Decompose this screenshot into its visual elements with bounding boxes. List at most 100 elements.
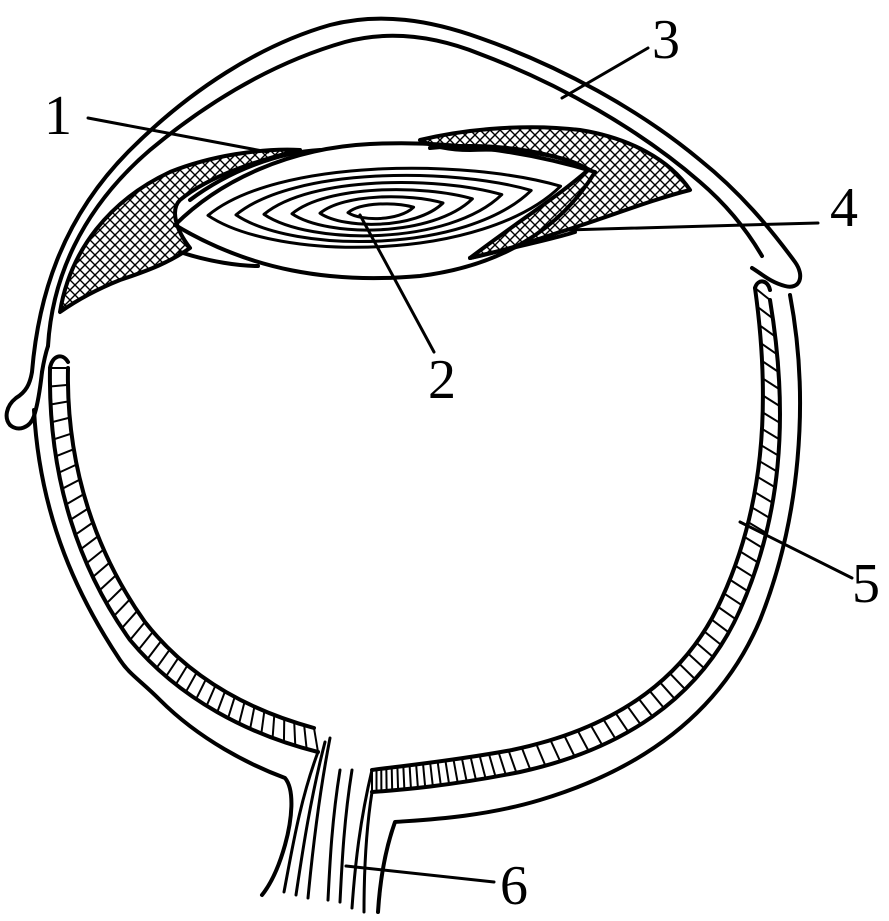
sclera-inner-contour [46, 33, 764, 348]
choroid-stripe [734, 564, 754, 578]
lens [173, 141, 597, 281]
choroid-stripe [74, 521, 94, 536]
choroid-stripe [65, 493, 85, 506]
choroid-stripe [452, 759, 459, 783]
choroid-stripe [238, 701, 246, 724]
optic-nerve-fiber-2 [294, 740, 327, 897]
optic-nerve [282, 736, 374, 914]
choroid-stripe [53, 432, 72, 441]
sclera-outer-right [376, 293, 802, 914]
lens-ring [234, 173, 533, 243]
choroid-stripe [678, 662, 696, 680]
choroid-stripe [614, 712, 630, 733]
choroid-stripe [751, 506, 771, 519]
choroid-stripe [98, 574, 117, 592]
lens-ring [346, 202, 416, 221]
choroid-outer-right [370, 298, 782, 794]
choroid-stripe [205, 685, 217, 707]
leader-line-3 [560, 46, 650, 100]
leader-lines [86, 46, 854, 884]
choroid-stripe [756, 475, 776, 489]
choroid-stripe [165, 657, 180, 677]
choroid-stripe [460, 758, 468, 782]
choroid-left-cap [48, 354, 70, 370]
label-5: 5 [852, 553, 880, 615]
optic-nerve-fiber-5 [338, 768, 354, 904]
choroid-stripe [695, 641, 714, 658]
choroid-stripe [754, 287, 771, 301]
ligament-lower-right [468, 230, 577, 260]
choroid-stripe [146, 640, 163, 660]
choroid-stripe [648, 690, 665, 709]
choroid-stripe [50, 400, 69, 406]
leader-line-6 [344, 864, 496, 884]
sclera-left-end [40, 344, 50, 374]
choroid-stripe [729, 578, 749, 593]
choroid-stripe [260, 710, 266, 734]
choroid-stripe [507, 750, 518, 774]
choroid-stripe [576, 730, 590, 752]
optic-nerve-fiber-1 [282, 750, 320, 894]
choroid-stripe [747, 521, 767, 534]
sclera-outer-contour [4, 16, 803, 427]
choroid-stripe [313, 727, 319, 753]
label-4: 4 [830, 177, 858, 239]
choroid-layer [47, 279, 782, 794]
leader-line-5 [738, 520, 854, 580]
choroid-stripe [408, 765, 412, 789]
optic-nerve-fiber-7 [362, 790, 374, 914]
choroid-stripe [762, 394, 781, 408]
choroid-stripe [754, 491, 774, 504]
choroid-stripe [743, 536, 763, 549]
choroid-stripe [760, 342, 778, 356]
choroid-stripe [563, 735, 576, 757]
lens-ring [290, 188, 474, 232]
choroid-stripe [396, 766, 400, 790]
choroid-stripe [478, 755, 487, 779]
choroid-stripe [51, 416, 70, 424]
optic-nerve-fiber-3 [306, 736, 332, 900]
choroid-stripe [249, 706, 256, 729]
choroid-stripe [760, 444, 779, 457]
choroid-stripe [113, 598, 131, 617]
labels: 1 2 3 4 5 6 [44, 9, 880, 917]
choroid-stripe [69, 507, 89, 521]
choroid-stripe [85, 548, 105, 565]
choroid-stripe [293, 722, 297, 746]
choroid-stripe [469, 756, 477, 781]
lens-ring [262, 181, 504, 238]
lens-ring [206, 166, 563, 249]
choroid-stripe [105, 586, 124, 605]
leader-line-1 [86, 116, 270, 154]
choroid-stripe [303, 725, 308, 750]
choroid-stripe [129, 621, 146, 641]
leader-line-2 [358, 213, 436, 354]
choroid-stripe [602, 718, 617, 740]
choroid-stripe [216, 691, 226, 713]
choroid-stripe [137, 631, 154, 651]
choroid-stripe [717, 605, 737, 620]
choroid-stripe [687, 652, 705, 670]
choroid-stripe [92, 561, 111, 578]
choroid-stripe [710, 618, 730, 634]
choroid-stripe [429, 762, 434, 787]
choroid-inner-left [65, 366, 316, 730]
choroid-stripe [422, 763, 427, 788]
choroid-stripe [758, 324, 776, 338]
choroid-stripe [444, 760, 451, 785]
choroid-stripe [520, 747, 532, 770]
choroid-stripe [761, 360, 780, 373]
choroid-stripe [415, 764, 419, 788]
choroid-right-cap [753, 279, 772, 292]
choroid-stripe [488, 753, 497, 777]
sclera-outer-left [32, 408, 294, 897]
label-1: 1 [44, 85, 72, 147]
choroid-stripe [549, 739, 562, 762]
choroid-stripe [155, 648, 171, 669]
choroid-stripe [184, 672, 198, 693]
choroid-stripe [723, 592, 743, 607]
choroid-stripe [121, 610, 139, 629]
choroid-stripe [761, 428, 780, 441]
choroid-stripe [174, 664, 189, 685]
